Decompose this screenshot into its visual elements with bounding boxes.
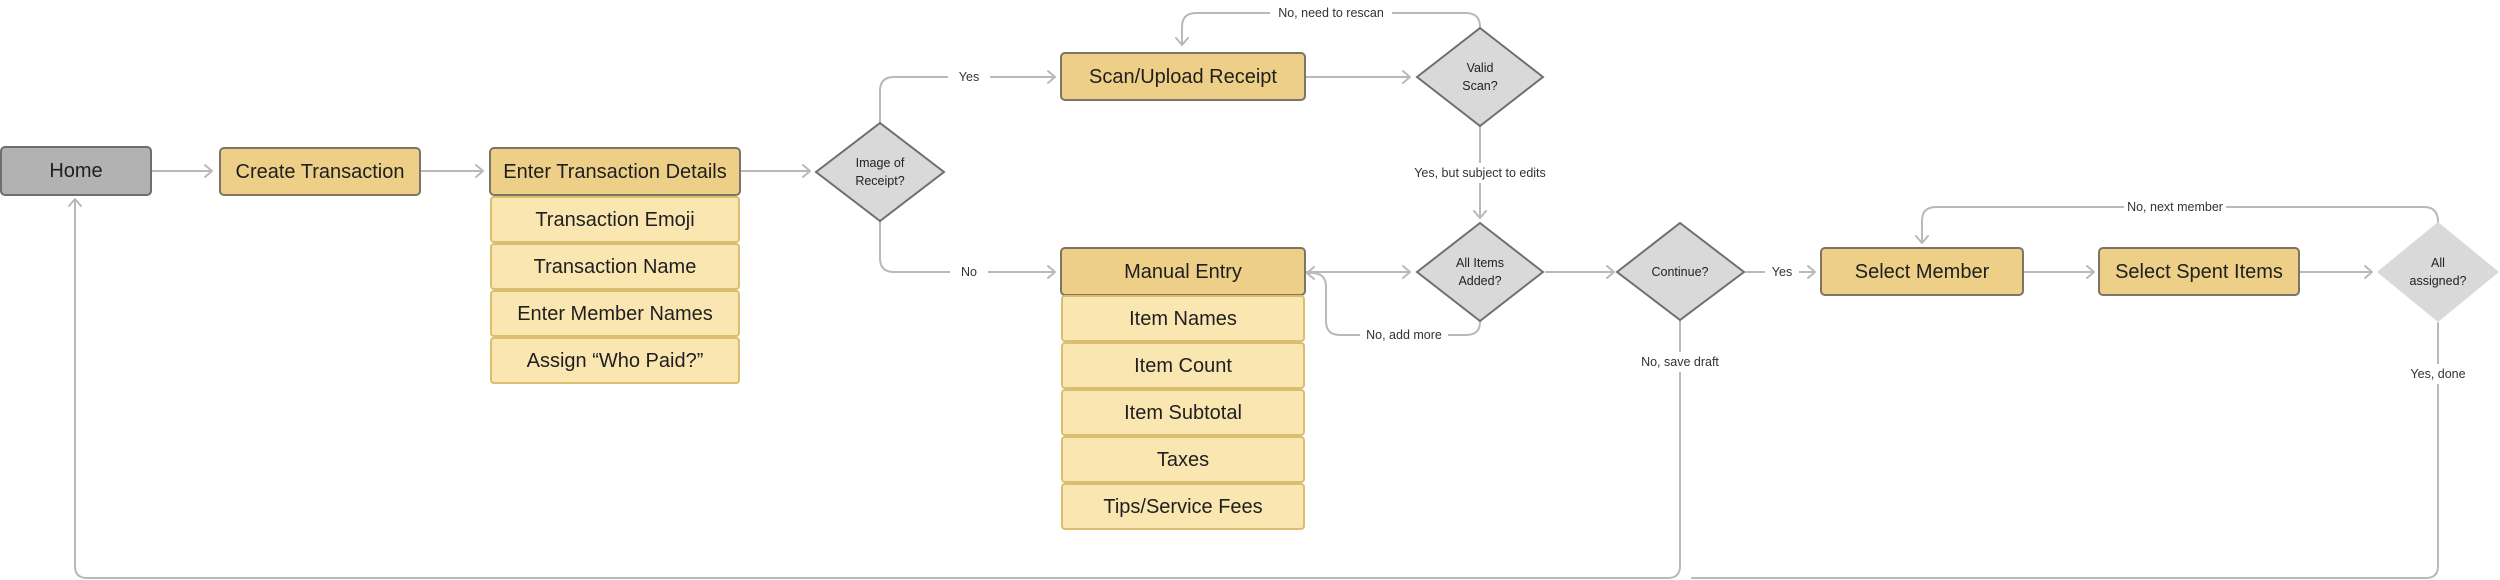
label-yes-continue: Yes xyxy=(1772,265,1792,279)
decision-all-assigned[interactable]: All assigned? xyxy=(2377,222,2499,322)
nodes: Home Create Transaction Enter Transactio… xyxy=(0,26,2499,530)
node-select-member[interactable]: Select Member xyxy=(1820,247,2024,296)
node-assign-who-paid-label: Assign “Who Paid?” xyxy=(527,350,704,372)
node-item-count[interactable]: Item Count xyxy=(1061,342,1305,389)
node-scan-upload-receipt-label: Scan/Upload Receipt xyxy=(1089,66,1277,88)
label-yes-scan: Yes xyxy=(959,70,979,84)
node-taxes-label: Taxes xyxy=(1157,449,1209,471)
node-enter-member-names[interactable]: Enter Member Names xyxy=(490,290,740,337)
label-no-manual: No xyxy=(961,265,977,279)
node-item-subtotal[interactable]: Item Subtotal xyxy=(1061,389,1305,436)
edges xyxy=(68,12,2439,579)
node-transaction-name-label: Transaction Name xyxy=(534,256,697,278)
edge-member-to-items xyxy=(2022,265,2095,279)
label-yes-done: Yes, done xyxy=(2410,367,2465,381)
decision-continue-label: Continue? xyxy=(1652,265,1709,279)
edge-home-create xyxy=(151,164,213,178)
edge-rescan-loop xyxy=(1175,12,1481,46)
node-item-subtotal-label: Item Subtotal xyxy=(1124,402,1242,424)
node-tips-service-fees-label: Tips/Service Fees xyxy=(1103,496,1262,518)
node-manual-entry[interactable]: Manual Entry xyxy=(1060,247,1306,296)
decision-continue[interactable]: Continue? xyxy=(1615,221,1746,322)
decision-all-assigned-line2: assigned? xyxy=(2410,274,2467,288)
edge-details-decision xyxy=(739,164,811,178)
decision-all-items-added-line1: All Items xyxy=(1456,256,1504,270)
node-create-transaction-label: Create Transaction xyxy=(236,161,405,183)
label-no-save-draft: No, save draft xyxy=(1641,355,1719,369)
label-yes-subject-to-edits: Yes, but subject to edits xyxy=(1414,166,1546,180)
decision-valid-scan-line2: Scan? xyxy=(1462,79,1497,93)
label-no-add-more: No, add more xyxy=(1366,328,1442,342)
edge-scan-valid xyxy=(1304,70,1411,84)
edge-manual-to-items xyxy=(1304,265,1411,279)
node-scan-upload-receipt[interactable]: Scan/Upload Receipt xyxy=(1060,52,1306,101)
node-item-names-label: Item Names xyxy=(1129,308,1237,330)
node-item-count-label: Item Count xyxy=(1134,355,1232,377)
node-select-spent-items[interactable]: Select Spent Items xyxy=(2098,247,2300,296)
node-transaction-emoji[interactable]: Transaction Emoji xyxy=(490,196,740,243)
decision-valid-scan-line1: Valid xyxy=(1467,61,1494,75)
decision-all-items-added-line2: Added? xyxy=(1458,274,1501,288)
node-select-member-label: Select Member xyxy=(1855,261,1990,283)
decision-image-of-receipt[interactable]: Image of Receipt? xyxy=(814,121,946,223)
edge-labels: Yes No No, need to rescan Yes, but subje… xyxy=(948,3,2474,384)
edge-done-home xyxy=(1691,322,2439,579)
decision-image-of-receipt-line2: Receipt? xyxy=(855,174,904,188)
decision-all-assigned-line1: All xyxy=(2431,256,2445,270)
edge-no-to-manual xyxy=(879,221,1056,279)
node-select-spent-items-label: Select Spent Items xyxy=(2115,261,2283,283)
decision-all-items-added[interactable]: All Items Added? xyxy=(1415,221,1545,323)
edge-yes-to-scan xyxy=(879,70,1056,124)
edge-items-to-assigned xyxy=(2298,265,2373,279)
decision-valid-scan[interactable]: Valid Scan? xyxy=(1415,26,1545,128)
node-create-transaction[interactable]: Create Transaction xyxy=(219,147,421,196)
decision-image-of-receipt-line1: Image of xyxy=(856,156,905,170)
node-enter-member-names-label: Enter Member Names xyxy=(517,303,713,325)
node-enter-transaction-details[interactable]: Enter Transaction Details xyxy=(489,147,741,196)
node-manual-entry-label: Manual Entry xyxy=(1124,261,1242,283)
edge-save-draft-home xyxy=(68,198,1681,579)
node-assign-who-paid[interactable]: Assign “Who Paid?” xyxy=(490,337,740,384)
edge-create-details xyxy=(420,164,484,178)
node-taxes[interactable]: Taxes xyxy=(1061,436,1305,483)
node-home-label: Home xyxy=(49,160,102,182)
node-enter-transaction-details-label: Enter Transaction Details xyxy=(503,161,726,183)
node-item-names[interactable]: Item Names xyxy=(1061,295,1305,342)
node-home[interactable]: Home xyxy=(0,146,152,196)
node-transaction-emoji-label: Transaction Emoji xyxy=(535,209,694,231)
edge-items-to-continue xyxy=(1545,265,1615,279)
node-tips-service-fees[interactable]: Tips/Service Fees xyxy=(1061,483,1305,530)
label-no-next-member: No, next member xyxy=(2127,200,2223,214)
label-no-need-to-rescan: No, need to rescan xyxy=(1278,6,1384,20)
node-transaction-name[interactable]: Transaction Name xyxy=(490,243,740,290)
